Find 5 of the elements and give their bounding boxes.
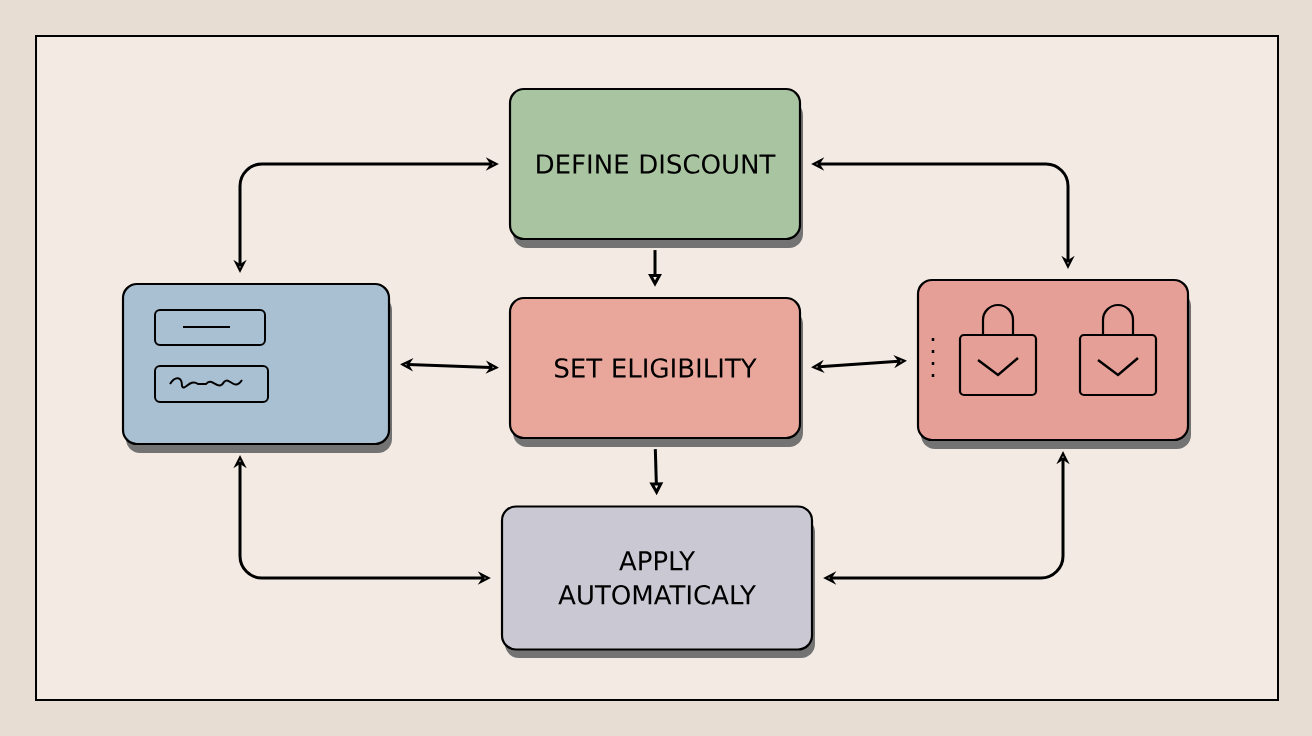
panel-box	[121, 282, 392, 453]
process-box: DEFINE DISCOUNT	[508, 87, 803, 248]
panel-box	[916, 278, 1191, 449]
process-box: APPLY AUTOMATICALY	[500, 505, 815, 658]
process-box: SET ELIGIBILITY	[508, 296, 803, 447]
